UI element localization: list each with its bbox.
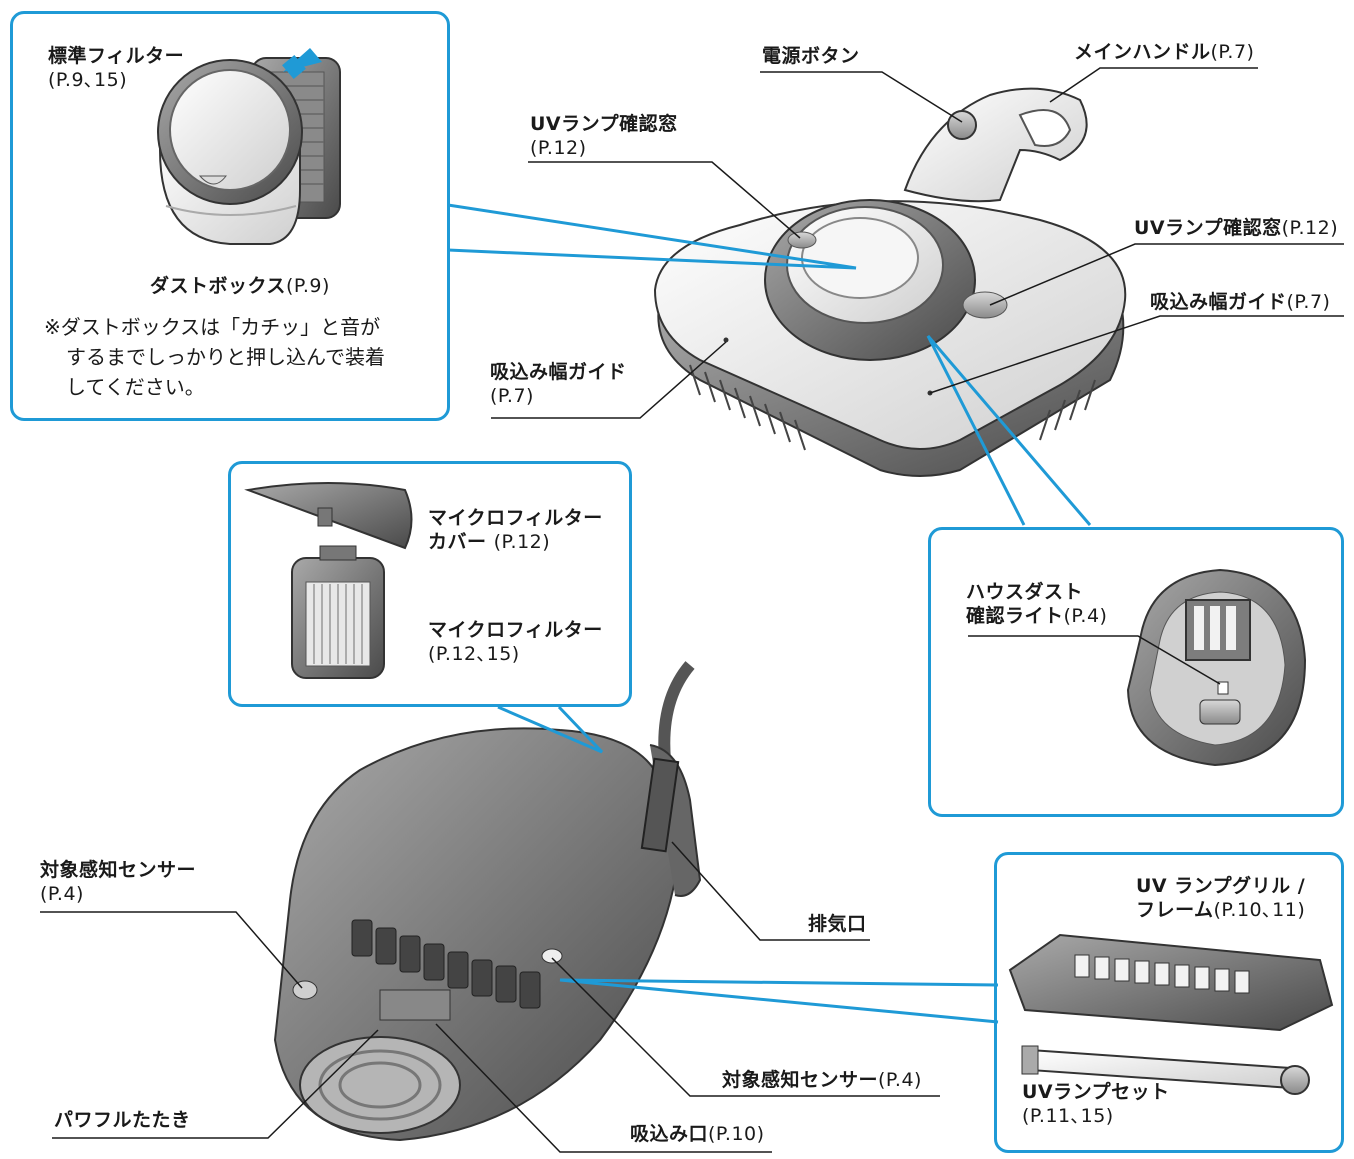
sensor-bottom-label: 対象感知センサー(P.4)	[722, 1069, 922, 1091]
uv-grill-label: UV ランプグリル / フレーム(P.10､11)	[1136, 875, 1306, 921]
exhaust-label: 排気口	[808, 913, 867, 935]
micro-filter-cover-label: マイクロフィルター カバー (P.12)	[428, 507, 603, 553]
house-dust-light-label: ハウスダスト 確認ライト(P.4)	[966, 581, 1108, 627]
micro-filter-label: マイクロフィルター (P.12､15)	[428, 619, 603, 665]
callout-wedges	[447, 203, 1092, 1024]
suction-port-label: 吸込み口(P.10)	[630, 1123, 765, 1145]
uv-grill-illustration	[1008, 933, 1334, 1095]
sensor-left-label: 対象感知センサー (P.4)	[40, 859, 197, 905]
power-button-label: 電源ボタン	[762, 45, 860, 67]
powerful-tataki-label: パワフルたたき	[54, 1109, 191, 1131]
uv-window-left-label: UVランプ確認窓 (P.12)	[530, 113, 678, 159]
dust-box-illustration	[157, 48, 341, 245]
width-guide-right-label: 吸込み幅ガイド(P.7)	[1150, 291, 1331, 313]
width-guide-left-label: 吸込み幅ガイド (P.7)	[490, 361, 627, 407]
dust-box-note: ※ダストボックスは「カチッ」と音が するまでしっかりと押し込んで装着 してくださ…	[44, 315, 385, 399]
standard-filter-label: 標準フィルター (P.9､15)	[48, 45, 185, 91]
leader-lines	[40, 67, 1344, 1153]
uv-window-right-label: UVランプ確認窓(P.12)	[1134, 217, 1339, 239]
main-handle-label: メインハンドル(P.7)	[1074, 41, 1255, 63]
house-dust-light-illustration	[1126, 568, 1307, 767]
micro-filter-illustration	[244, 482, 413, 679]
main-unit-top-illustration	[653, 87, 1127, 477]
uv-lamp-set-label: UVランプセット (P.11､15)	[1022, 1081, 1170, 1127]
dust-box-label: ダストボックス(P.9)	[150, 275, 330, 297]
